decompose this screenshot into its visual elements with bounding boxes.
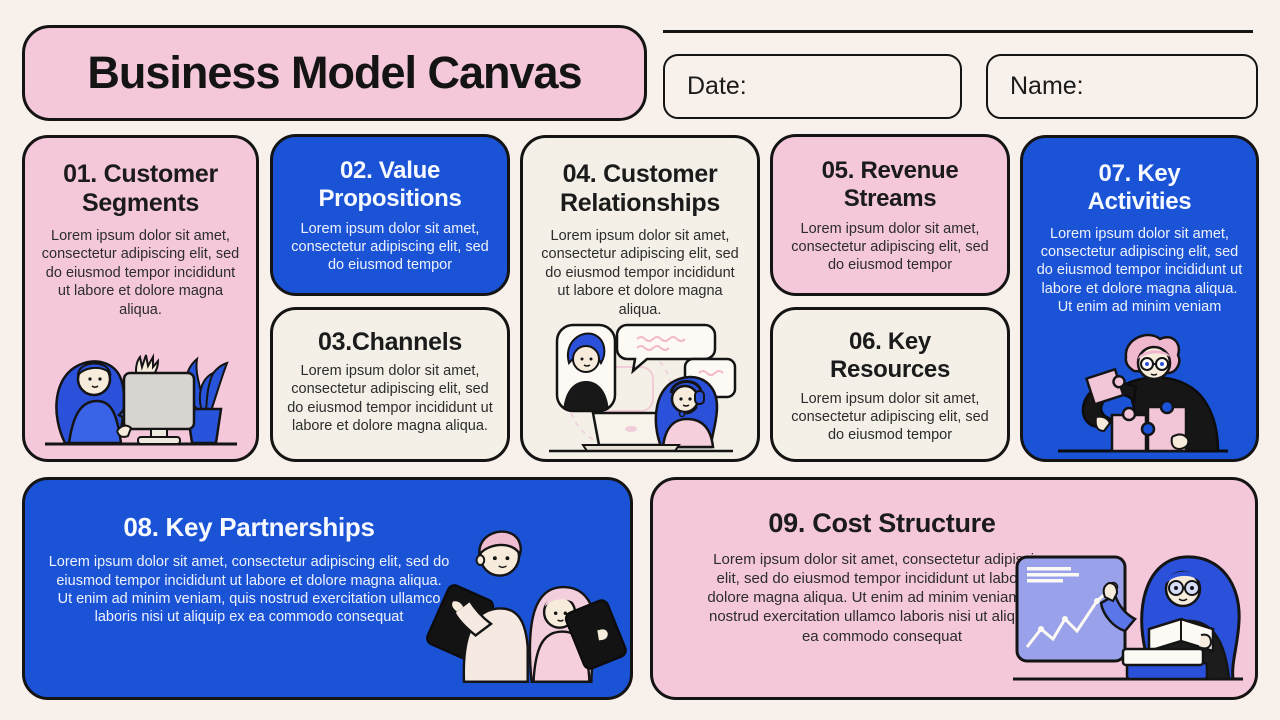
section-05-revenue-streams: 05. Revenue Streams Lorem ipsum dolor si… xyxy=(770,134,1010,296)
section-06-key-resources: 06. Key Resources Lorem ipsum dolor sit … xyxy=(770,307,1010,462)
date-label: Date: xyxy=(687,72,747,100)
page-title-box: Business Model Canvas xyxy=(22,25,647,121)
date-field[interactable]: Date: xyxy=(663,54,962,119)
section-03-channels: 03.Channels Lorem ipsum dolor sit amet, … xyxy=(270,307,510,462)
section-05-body: Lorem ipsum dolor sit amet, consectetur … xyxy=(791,220,989,274)
section-07-key-activities: 07. Key Activities Lorem ipsum dolor sit… xyxy=(1020,135,1259,462)
section-09-cost-structure: 09. Cost Structure Lorem ipsum dolor sit… xyxy=(650,477,1258,700)
section-01-body: Lorem ipsum dolor sit amet, consectetur … xyxy=(41,228,240,318)
section-09-title: 09. Cost Structure xyxy=(768,508,996,538)
section-09-text: 09. Cost Structure Lorem ipsum dolor sit… xyxy=(681,508,1083,646)
section-01-title: 01. Customer Segments xyxy=(63,160,218,217)
section-04-title: 04. Customer Relationships xyxy=(559,160,721,217)
section-08-key-partnerships: 08. Key Partnerships Lorem ipsum dolor s… xyxy=(22,477,633,700)
section-03-body: Lorem ipsum dolor sit amet, consectetur … xyxy=(287,363,493,435)
name-label: Name: xyxy=(1010,72,1084,100)
section-07-title: 07. Key Activities xyxy=(1087,160,1192,215)
page-title: Business Model Canvas xyxy=(87,47,582,98)
woman-reading-with-chart-board-illustration xyxy=(1001,511,1251,691)
section-04-customer-relationships: 04. Customer Relationships Lorem ipsum d… xyxy=(520,135,760,462)
woman-waving-at-computer-illustration xyxy=(25,315,256,455)
section-06-title: 06. Key Resources xyxy=(829,328,951,383)
section-08-title: 08. Key Partnerships xyxy=(123,512,375,542)
section-07-body: Lorem ipsum dolor sit amet, consectetur … xyxy=(1036,225,1243,316)
section-06-body: Lorem ipsum dolor sit amet, consectetur … xyxy=(791,390,989,444)
section-08-text: 08. Key Partnerships Lorem ipsum dolor s… xyxy=(33,512,465,627)
section-02-title: 02. Value Propositions xyxy=(318,157,462,212)
section-02-value-propositions: 02. Value Propositions Lorem ipsum dolor… xyxy=(270,134,510,296)
section-02-body: Lorem ipsum dolor sit amet, consectetur … xyxy=(291,220,489,274)
section-01-customer-segments: 01. Customer Segments Lorem ipsum dolor … xyxy=(22,135,259,462)
section-05-title: 05. Revenue Streams xyxy=(821,157,959,212)
section-09-body: Lorem ipsum dolor sit amet, consectetur … xyxy=(707,551,1057,645)
video-call-chat-illustration xyxy=(523,315,757,455)
section-04-body: Lorem ipsum dolor sit amet, consectetur … xyxy=(541,228,739,318)
name-field[interactable]: Name: xyxy=(986,54,1258,119)
section-08-body: Lorem ipsum dolor sit amet, consectetur … xyxy=(48,554,450,626)
man-assembling-puzzle-illustration xyxy=(1023,327,1256,455)
section-03-title: 03.Channels xyxy=(318,328,462,356)
two-people-with-tablets-illustration xyxy=(408,499,630,685)
header-divider-line xyxy=(663,30,1253,33)
